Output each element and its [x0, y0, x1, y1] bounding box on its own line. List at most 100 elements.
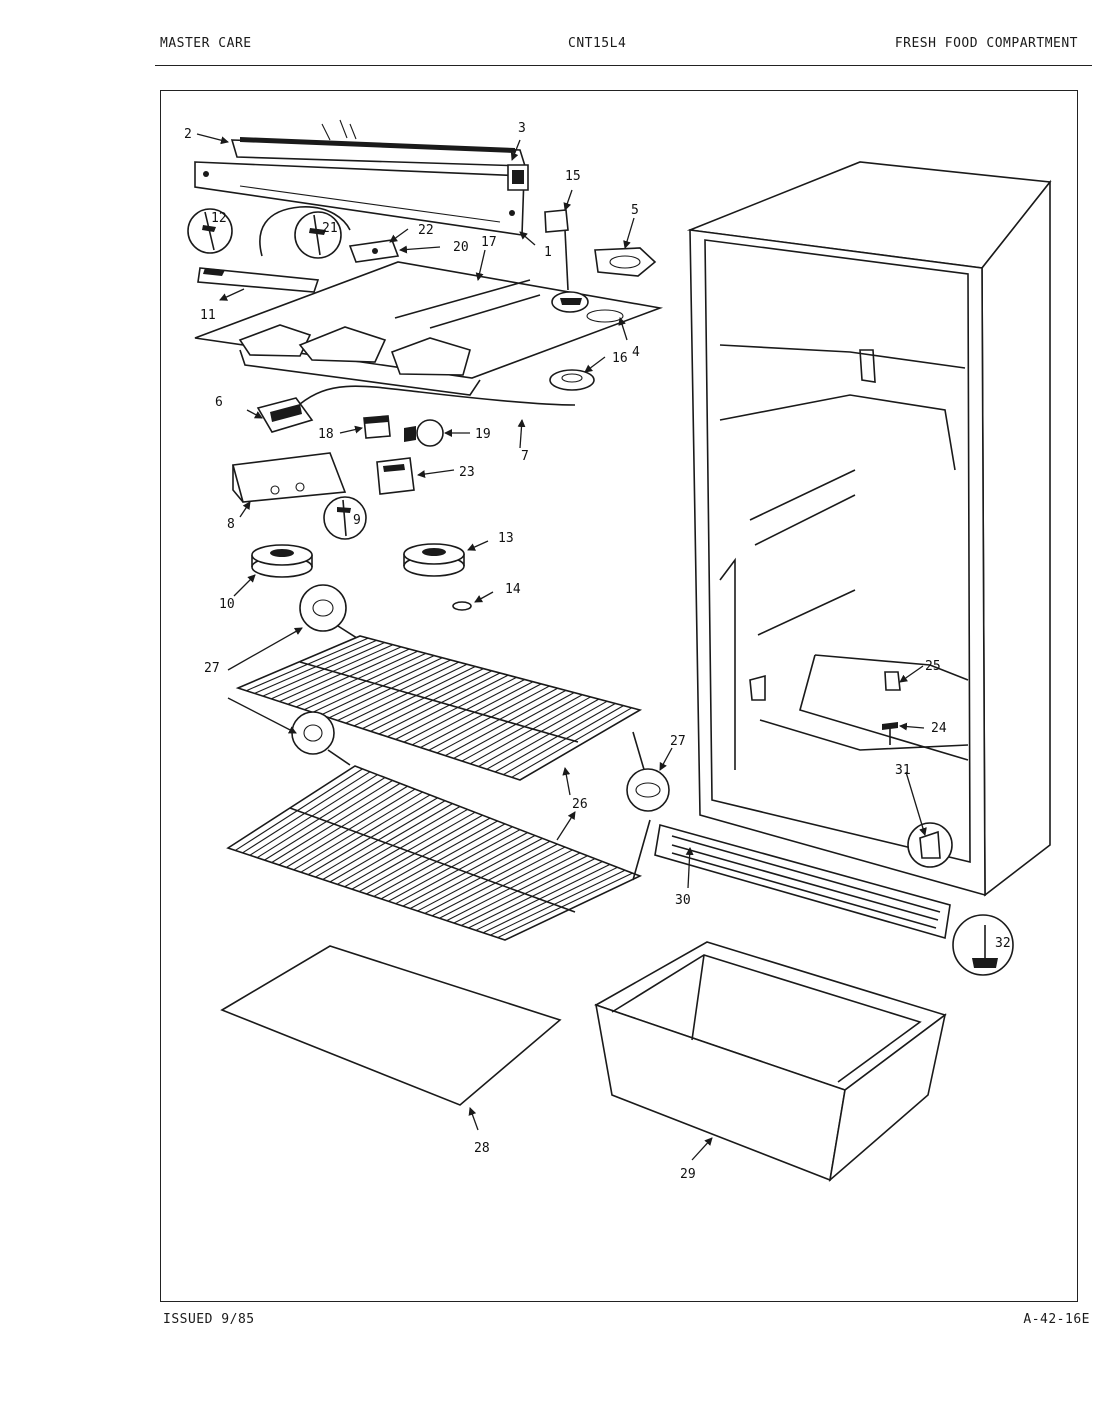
control-cover-part-5 [594, 247, 657, 277]
callout-16: 16 [612, 351, 628, 366]
callout-19: 19 [475, 427, 491, 442]
shelf-rod [234, 768, 363, 851]
shelf-rod [497, 872, 633, 939]
shelf-support-detail-27 [626, 731, 670, 881]
shelf-rod [320, 657, 443, 716]
shelf-rod [409, 837, 543, 910]
knob-part-16 [549, 369, 595, 391]
shelf-rod [431, 846, 566, 917]
shelf-rod [370, 670, 493, 732]
wire-harness [259, 206, 351, 257]
capillary-tube-part-7 [299, 385, 576, 406]
shelf-rod [378, 672, 501, 735]
shelf-rod [315, 800, 446, 878]
crisper-cover-glass-part-28 [220, 945, 562, 1106]
header-model-number: CNT15L4 [568, 36, 627, 51]
callout-12: 12 [211, 211, 227, 226]
callout-5: 5 [631, 203, 639, 218]
callout-2: 2 [184, 127, 192, 142]
shelf-rod [358, 817, 491, 893]
callout-31: 31 [895, 763, 911, 778]
mounting-bracket-part-1 [194, 161, 525, 236]
callout-8: 8 [227, 517, 235, 532]
callout-21: 21 [322, 221, 338, 236]
diagram-frame [160, 90, 1078, 1302]
wire-shelf-lower-part-26 [226, 765, 643, 941]
shelf-rod [304, 652, 427, 711]
shelf-rod [373, 823, 506, 897]
shelf-rod [307, 797, 438, 876]
callout-14: 14 [505, 582, 521, 597]
refrigerator-cabinet [686, 161, 1052, 897]
shelf-rod [411, 681, 534, 746]
shelf-rod [486, 700, 608, 770]
shelf-rod [366, 820, 498, 895]
shelf-rod [482, 866, 618, 934]
header-brand: MASTER CARE [160, 36, 252, 51]
callout-27-right: 27 [670, 734, 686, 749]
shelf-detail-top [299, 584, 361, 641]
callout-10: 10 [219, 597, 235, 612]
callout-4: 4 [632, 345, 640, 360]
shelf-rod [417, 840, 551, 912]
shelf-rod [439, 849, 573, 919]
shelf-rod [445, 689, 567, 757]
roller-part-10 [251, 544, 313, 578]
shelf-rod [453, 855, 588, 924]
page-code: A-42-16E [1023, 1312, 1090, 1327]
shelf-rod [344, 811, 476, 888]
header-section-title: FRESH FOOD COMPARTMENT [894, 36, 1078, 51]
shelf-rod [461, 858, 596, 926]
shelf-rod [351, 814, 483, 890]
shelf-rod [424, 843, 558, 914]
shelf-rod [271, 782, 401, 863]
shelf-rod [270, 644, 394, 700]
cabinet-clip-part-25 [884, 671, 901, 691]
shelf-rod [286, 788, 416, 868]
callout-15: 15 [565, 169, 581, 184]
crisper-drawer-part-29 [594, 941, 947, 1183]
toe-grille-part-30 [654, 823, 951, 940]
shelf-rod [254, 639, 377, 694]
shelf-rod [287, 648, 410, 705]
callout-11: 11 [200, 308, 216, 323]
shelf-rod [312, 655, 435, 713]
shelf-rod [428, 685, 550, 751]
shelf-rod [380, 826, 513, 900]
wire-shelf-upper-part-26 [235, 635, 643, 781]
shelf-rod [264, 780, 393, 861]
issue-date: ISSUED 9/85 [163, 1312, 255, 1327]
shelf-rod [329, 806, 461, 883]
shelf-rod [278, 785, 408, 866]
callout-20: 20 [453, 240, 469, 255]
callout-27-left: 27 [204, 661, 220, 676]
shelf-rod [402, 834, 536, 907]
callout-29: 29 [680, 1167, 696, 1182]
shelf-rod [345, 663, 468, 724]
shelf-rod [490, 869, 626, 936]
shelf-rod [395, 832, 528, 905]
callout-22: 22 [418, 223, 434, 238]
shelf-rod [436, 687, 558, 754]
bracket-end-cap-part-3 [507, 164, 529, 191]
callout-3: 3 [518, 121, 526, 136]
shelf-rod [242, 771, 371, 854]
callout-17: 17 [481, 235, 497, 250]
shelf-rod [246, 637, 369, 692]
hinge-detail-part-31 [907, 822, 953, 868]
light-socket-part-18 [363, 415, 391, 439]
shelf-rod [300, 794, 431, 873]
callout-28: 28 [474, 1141, 490, 1156]
shelf-rod [262, 642, 385, 697]
callout-6: 6 [215, 395, 223, 410]
callout-1: 1 [544, 245, 552, 260]
callout-23: 23 [459, 465, 475, 480]
shelf-rod [446, 852, 581, 922]
callout-7: 7 [521, 449, 529, 464]
leveling-leg-detail-part-32 [952, 914, 1014, 976]
callout-labels: 1 2 3 4 5 6 7 8 9 10 11 12 13 14 15 16 1… [184, 121, 1011, 1182]
shelf-rod [403, 679, 525, 743]
shelf-rod [469, 696, 591, 765]
shelf-rod [420, 683, 542, 749]
